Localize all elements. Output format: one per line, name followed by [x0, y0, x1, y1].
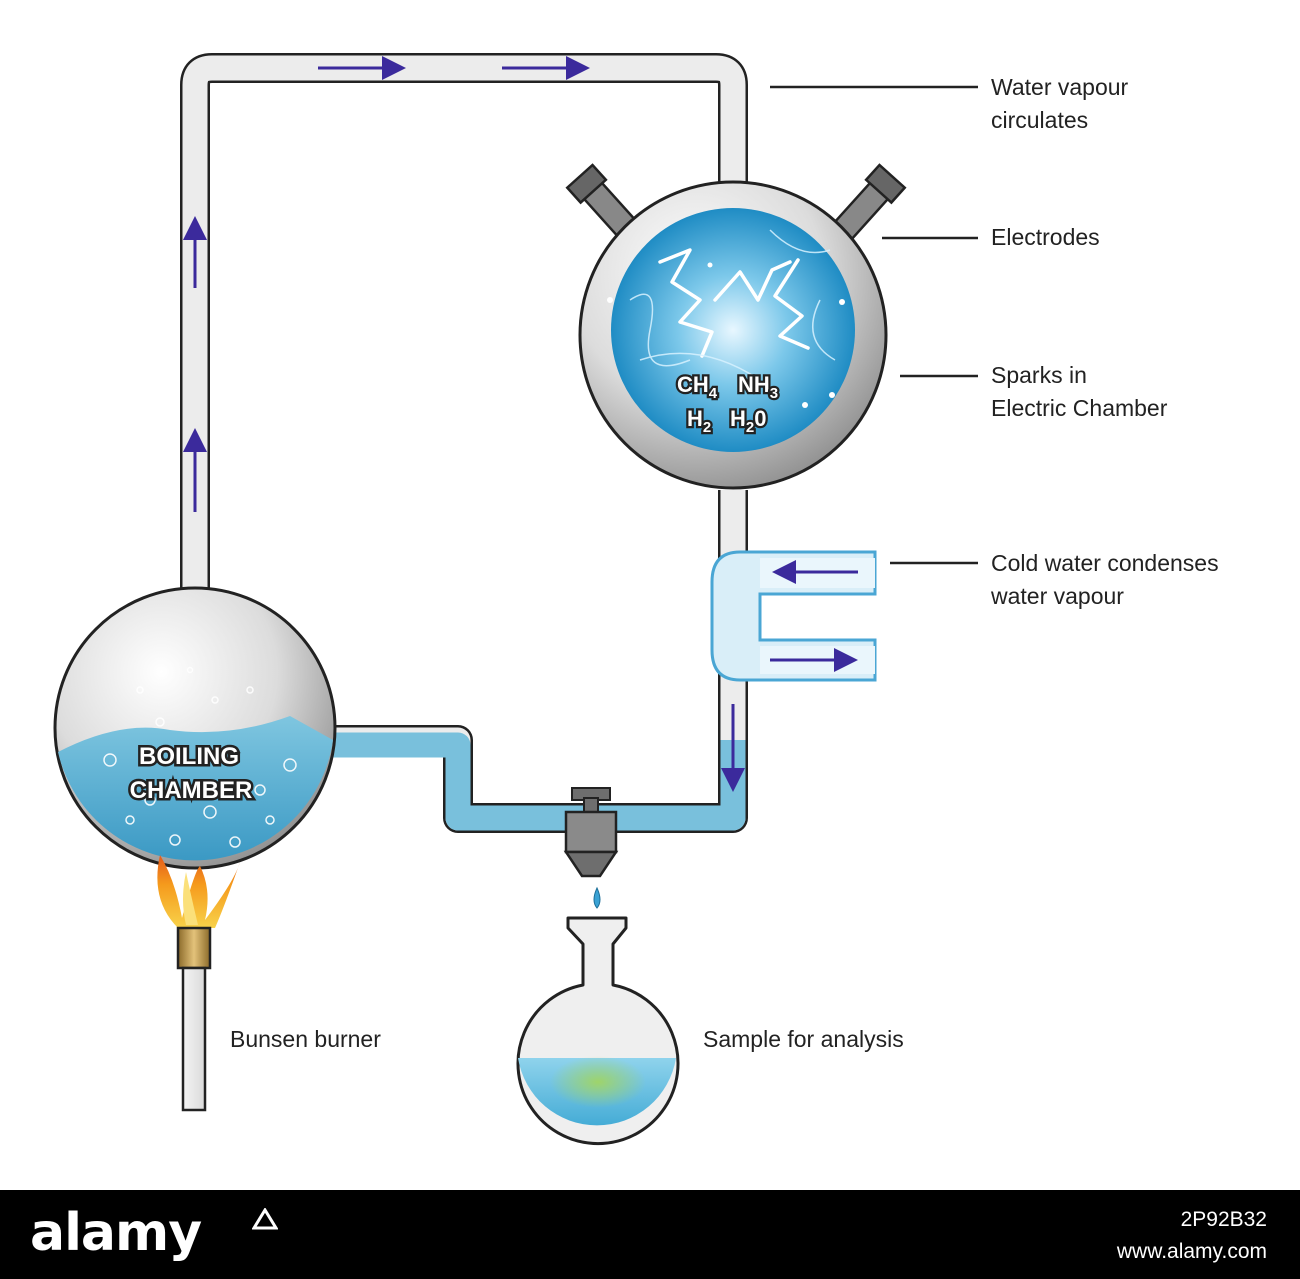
- spark-chamber: [578, 180, 888, 490]
- footer-bar: [0, 1190, 1300, 1279]
- label-sample: Sample for analysis: [703, 1026, 904, 1052]
- formula-ch4: CH4: [677, 372, 718, 402]
- label-sparks: Sparks in Electric Chamber: [991, 362, 1168, 421]
- alamy-logo: alamy: [30, 1203, 202, 1263]
- boiling-line-1: BOILING: [139, 743, 239, 770]
- bunsen-flame: [157, 855, 240, 928]
- alamy-logo-mark: [252, 1208, 278, 1230]
- leader-lines: [770, 85, 978, 565]
- image-id: 2P92B32: [1180, 1208, 1267, 1231]
- label-electrodes: Electrodes: [991, 224, 1100, 250]
- boiling-chamber: [53, 586, 337, 870]
- electrode-right: [830, 163, 907, 243]
- sample-flask: [516, 916, 680, 1146]
- miller-urey-diagram: BOILING CHAMBER CH4 NH3 H2 H20: [53, 53, 978, 1146]
- gas-formulas: CH4 NH3 H2 H20: [675, 370, 781, 439]
- alamy-url[interactable]: www.alamy.com: [1116, 1240, 1267, 1263]
- formula-nh3: NH3: [738, 372, 778, 402]
- label-cold-water: Cold water condenses water vapour: [991, 550, 1219, 609]
- flow-arrows: [183, 56, 858, 792]
- stopcock: [563, 787, 619, 878]
- bubbles: [103, 666, 297, 848]
- formula-h2o: H20: [730, 406, 766, 436]
- boiling-line-2: CHAMBER: [130, 777, 253, 804]
- label-water-vapour: Water vapour circulates: [991, 74, 1129, 133]
- bunsen-burner: [176, 926, 212, 1112]
- formula-h2: H2: [687, 406, 711, 436]
- sparks: [658, 248, 810, 358]
- label-bunsen: Bunsen burner: [230, 1026, 381, 1052]
- boiling-chamber-label: BOILING CHAMBER: [127, 741, 255, 807]
